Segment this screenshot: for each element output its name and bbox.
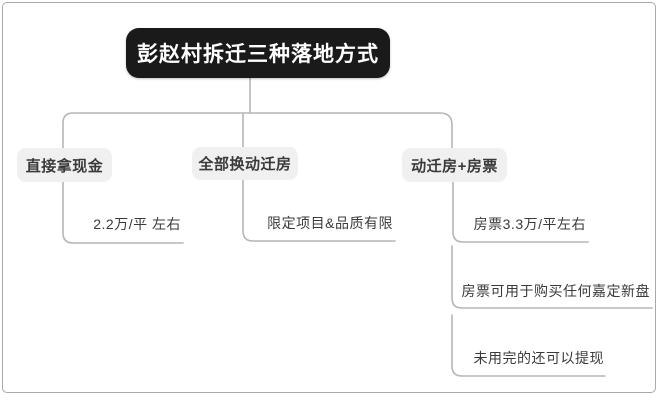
branch-node-ticket[interactable]: 动迁房+房票 [402, 148, 507, 182]
branch-node-cash-label: 直接拿现金 [25, 157, 104, 175]
branch-node-housing-label: 全部换动迁房 [198, 156, 292, 173]
leaf-ticket-cashout[interactable]: 未用完的还可以提现 [473, 350, 604, 366]
branch-node-housing[interactable]: 全部换动迁房 [192, 147, 298, 180]
leaf-cash-price[interactable]: 2.2万/平 左右 [93, 216, 181, 232]
branch-node-ticket-label: 动迁房+房票 [411, 157, 498, 175]
leaf-housing-limit[interactable]: 限定项目&品质有限 [267, 215, 393, 231]
root-node[interactable]: 彭赵村拆迁三种落地方式 [126, 28, 390, 78]
leaf-ticket-usage[interactable]: 房票可用于购买任何嘉定新盘 [461, 283, 650, 299]
branch-node-cash[interactable]: 直接拿现金 [17, 148, 112, 182]
leaf-ticket-price[interactable]: 房票3.3万/平左右 [473, 216, 586, 232]
root-node-label: 彭赵村拆迁三种落地方式 [137, 43, 379, 66]
